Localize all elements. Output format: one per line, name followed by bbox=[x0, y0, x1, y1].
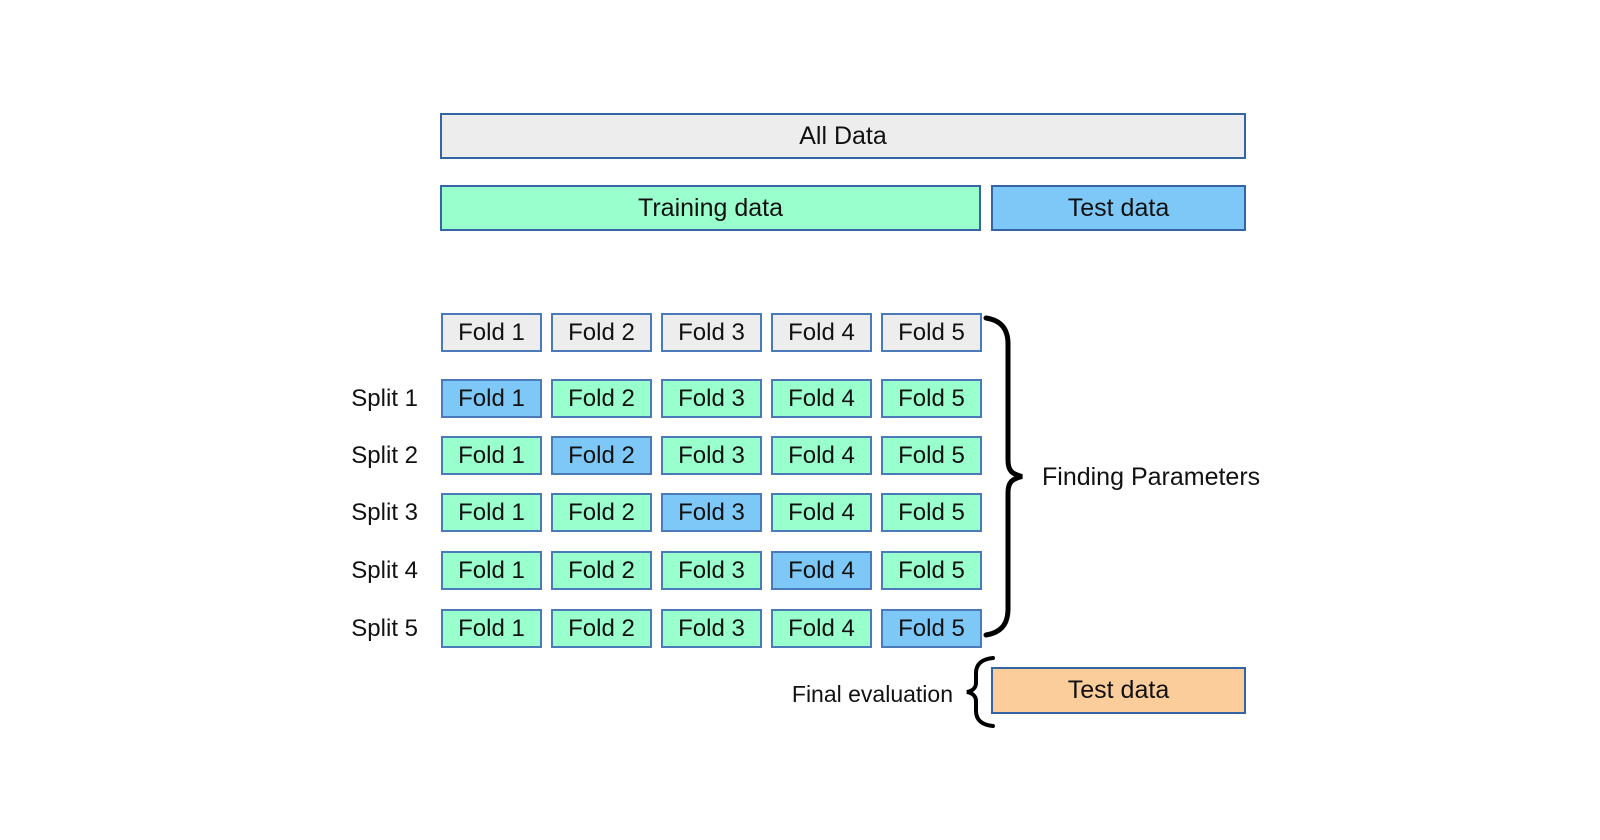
fold-header-4: Fold 4 bbox=[771, 313, 872, 352]
fold-header-1: Fold 1 bbox=[441, 313, 542, 352]
split3-fold5-cell: Fold 5 bbox=[881, 493, 982, 532]
split-5-label: Split 5 bbox=[351, 615, 418, 642]
split2-fold2-cell: Fold 2 bbox=[551, 436, 652, 475]
split4-fold3-cell: Fold 3 bbox=[661, 551, 762, 590]
finding-parameters-brace bbox=[983, 315, 1023, 638]
split2-fold1-cell: Fold 1 bbox=[441, 436, 542, 475]
split1-fold1-cell: Fold 1 bbox=[441, 379, 542, 418]
fold-header-3: Fold 3 bbox=[661, 313, 762, 352]
split5-fold1-cell: Fold 1 bbox=[441, 609, 542, 648]
split1-fold2-cell: Fold 2 bbox=[551, 379, 652, 418]
split4-fold2-cell: Fold 2 bbox=[551, 551, 652, 590]
test-data-bar: Test data bbox=[991, 185, 1246, 231]
all-data-label: All Data bbox=[799, 121, 887, 150]
split3-fold2-cell: Fold 2 bbox=[551, 493, 652, 532]
split1-fold3-cell: Fold 3 bbox=[661, 379, 762, 418]
fold-header-5: Fold 5 bbox=[881, 313, 982, 352]
all-data-bar: All Data bbox=[440, 113, 1246, 159]
training-data-label: Training data bbox=[638, 193, 783, 222]
split5-fold4-cell: Fold 4 bbox=[771, 609, 872, 648]
split3-fold4-cell: Fold 4 bbox=[771, 493, 872, 532]
final-evaluation-brace bbox=[966, 656, 995, 728]
split2-fold5-cell: Fold 5 bbox=[881, 436, 982, 475]
split-3-label: Split 3 bbox=[351, 499, 418, 526]
split1-fold5-cell: Fold 5 bbox=[881, 379, 982, 418]
split5-fold5-cell: Fold 5 bbox=[881, 609, 982, 648]
split2-fold3-cell: Fold 3 bbox=[661, 436, 762, 475]
split3-fold3-cell: Fold 3 bbox=[661, 493, 762, 532]
final-evaluation-label: Final evaluation bbox=[791, 681, 953, 707]
finding-parameters-label: Finding Parameters bbox=[1042, 463, 1261, 491]
split1-fold4-cell: Fold 4 bbox=[771, 379, 872, 418]
split5-fold3-cell: Fold 3 bbox=[661, 609, 762, 648]
final-test-data-bar: Test data bbox=[991, 667, 1246, 714]
split5-fold2-cell: Fold 2 bbox=[551, 609, 652, 648]
split-1-label: Split 1 bbox=[351, 385, 418, 412]
split-2-label: Split 2 bbox=[351, 442, 418, 469]
split4-fold5-cell: Fold 5 bbox=[881, 551, 982, 590]
split4-fold4-cell: Fold 4 bbox=[771, 551, 872, 590]
split4-fold1-cell: Fold 1 bbox=[441, 551, 542, 590]
split-4-label: Split 4 bbox=[351, 557, 418, 584]
final-test-data-label: Test data bbox=[1067, 676, 1170, 704]
split2-fold4-cell: Fold 4 bbox=[771, 436, 872, 475]
test-data-label: Test data bbox=[1067, 193, 1170, 222]
training-data-bar: Training data bbox=[440, 185, 981, 231]
fold-header-2: Fold 2 bbox=[551, 313, 652, 352]
split3-fold1-cell: Fold 1 bbox=[441, 493, 542, 532]
